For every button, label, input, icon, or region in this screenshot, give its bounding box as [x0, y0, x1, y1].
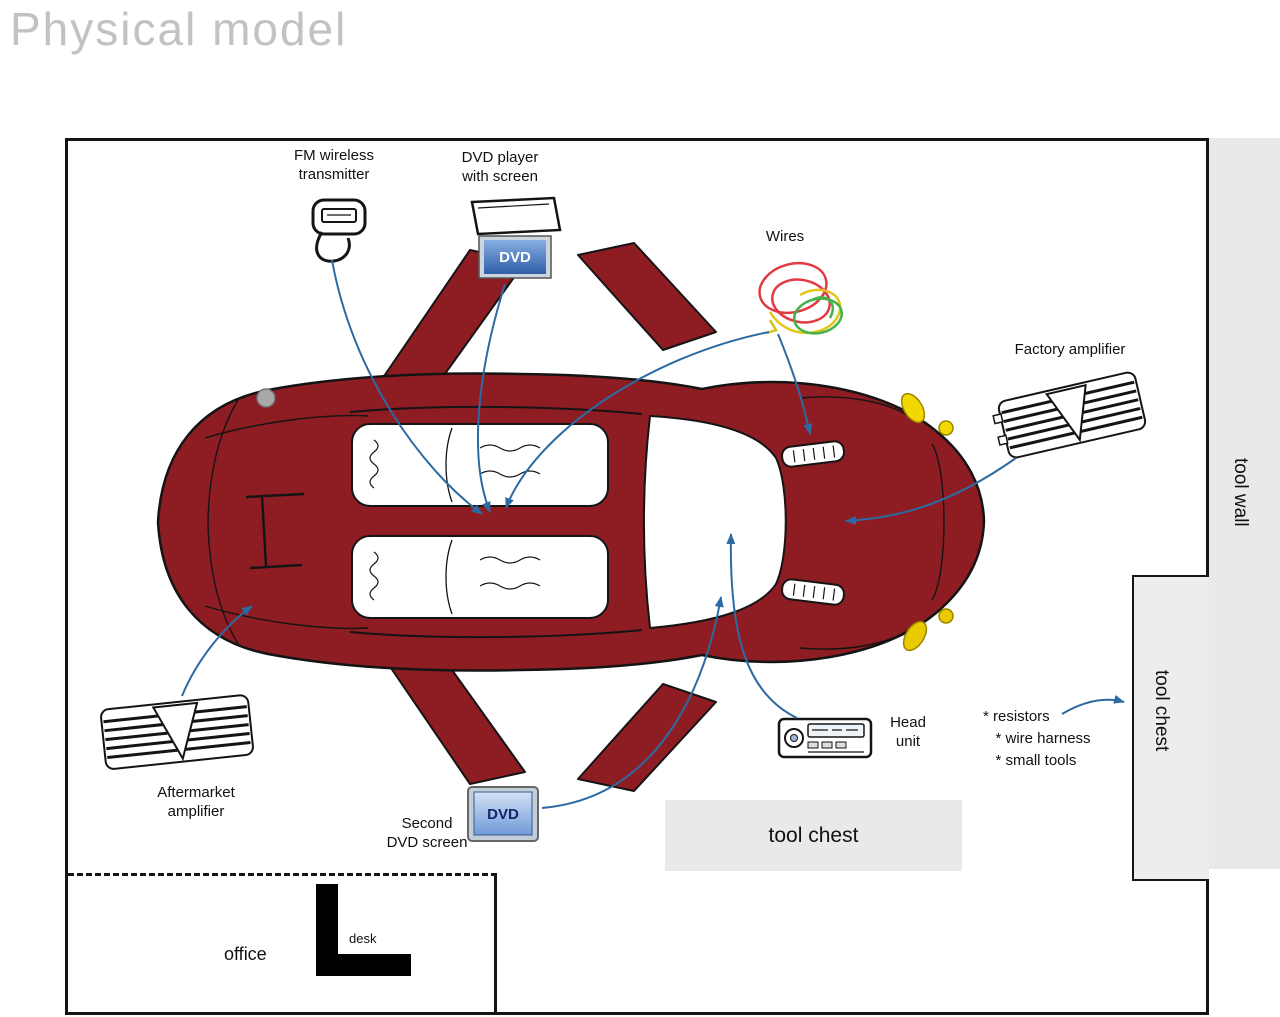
tool-chest-side-label: tool chest	[1151, 670, 1172, 752]
desk-icon	[316, 884, 338, 976]
tool-chest-bottom-label: tool chest	[768, 823, 859, 847]
head-unit-label: Head unit	[890, 714, 926, 750]
tool-chest-side-panel	[1132, 575, 1209, 881]
tool-wall-panel	[1209, 138, 1280, 869]
wires-label: Wires	[765, 228, 805, 245]
factory-amplifier-label: Factory amplifier	[1014, 341, 1126, 358]
tool-wall-label: tool wall	[1230, 458, 1251, 527]
dvd-player-label: DVD player with screen	[461, 149, 539, 185]
aftermarket-amplifier-label: Aftermarket amplifier	[157, 784, 235, 820]
desk-label: desk	[349, 931, 377, 946]
page-title: Physical model	[10, 3, 348, 55]
desk-icon	[316, 954, 411, 976]
fm-transmitter-label: FM wireless transmitter	[293, 147, 374, 183]
office-area	[68, 873, 497, 1012]
second-dvd-screen-label: Second DVD screen	[386, 815, 468, 851]
tool-chest-bottom: tool chest	[665, 800, 962, 871]
supplies-note: * resistors * wire harness * small tools	[983, 708, 1091, 769]
office-label: office	[224, 944, 267, 964]
